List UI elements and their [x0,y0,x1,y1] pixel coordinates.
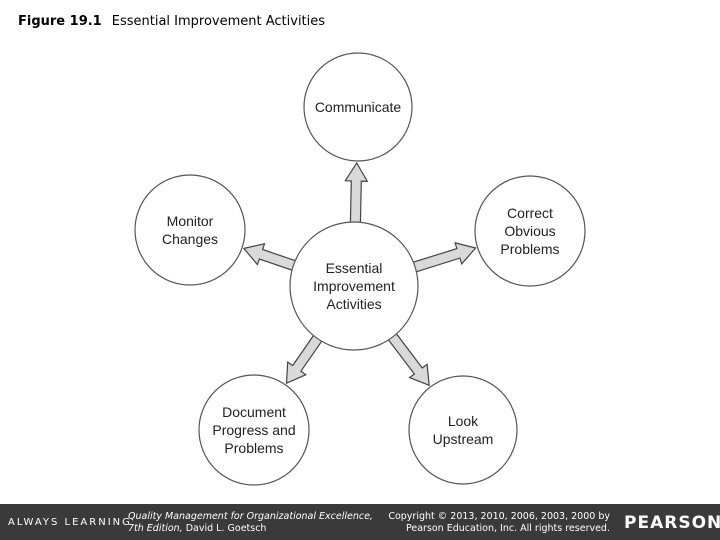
document-progress-and-problems-label-line: Document [222,404,286,420]
copyright-line-2: Pearson Education, Inc. All rights reser… [405,523,610,534]
communicate-label-line: Communicate [315,99,402,115]
look-upstream-label-line: Upstream [433,431,494,447]
look-upstream-circle [408,375,518,485]
footer-bar: ALWAYS LEARNING Quality Management for O… [0,504,720,540]
monitor-changes-label-line: Monitor [167,213,214,229]
monitor-changes-circle [134,174,246,286]
book-edition: 7th Edition, [128,523,183,534]
look-upstream-label-line: Look [448,413,479,429]
arrows-group [242,161,477,387]
pearson-logo: PEARSON [624,513,720,533]
arrow-to-look-upstream [386,331,430,387]
book-author: David L. Goetsch [185,523,267,534]
center-circle [289,221,419,351]
center-label-line: Improvement [313,278,395,294]
figure-caption: Figure 19.1 Essential Improvement Activit… [18,14,325,29]
book-citation: Quality Management for Organizational Ex… [128,511,373,535]
document-progress-and-problems-label-line: Problems [224,440,283,456]
correct-obvious-problems-label-line: Problems [500,241,559,257]
correct-obvious-problems-label-line: Obvious [504,223,555,239]
arrow-to-communicate [344,161,369,225]
document-progress-and-problems-label-line: Progress and [212,422,295,438]
figure-number: Figure 19.1 [18,14,102,29]
correct-obvious-problems-circle [474,175,586,287]
copyright-notice: Copyright © 2013, 2010, 2006, 2003, 2000… [388,511,610,535]
monitor-changes-label-line: Changes [162,231,218,247]
center-label-line: Essential [326,260,383,276]
copyright-line-1: Copyright © 2013, 2010, 2006, 2003, 2000… [388,511,610,522]
correct-obvious-problems-label-line: Correct [507,205,553,221]
always-learning-logo: ALWAYS LEARNING [8,517,132,528]
arrow-to-correct-obvious-problems [410,242,477,274]
document-progress-and-problems-circle [198,374,310,486]
arrow-to-monitor-changes [242,242,298,272]
communicate-circle [303,52,413,162]
figure-title: Essential Improvement Activities [111,14,326,29]
center-label-line: Activities [326,296,381,312]
book-title: Quality Management for Organizational Ex… [128,511,373,522]
arrow-to-document-progress-and-problems [285,333,324,385]
